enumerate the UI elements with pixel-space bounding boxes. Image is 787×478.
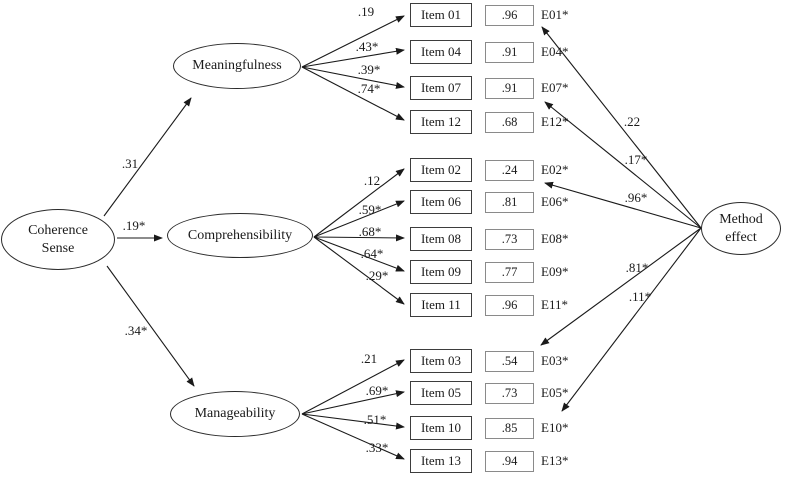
error-term-label-03: E03* <box>541 353 569 368</box>
arrow-to-item-01 <box>301 15 405 68</box>
item-box-08: Item 08 <box>410 227 472 251</box>
error-term-label-05: E05* <box>541 385 569 400</box>
factor-comprehensibility: Comprehensibility <box>167 213 313 258</box>
error-variance-box-03: .54 <box>485 351 534 372</box>
arrow-to-item-05 <box>301 390 405 415</box>
path-coefficient-coherence-meaningfulness: .31 <box>121 156 139 171</box>
loading-label-item-11: .29* <box>365 268 389 283</box>
structural-arrows <box>103 97 195 387</box>
error-variance-box-11: .96 <box>485 295 534 316</box>
method-effect-line1: Method <box>719 212 763 228</box>
method-loading-label-e02: .96* <box>624 190 648 205</box>
error-variance-box-07: .91 <box>485 78 534 99</box>
loading-label-item-08: .68* <box>358 224 382 239</box>
error-variance-box-04: .91 <box>485 42 534 63</box>
arrow-coherence-to-meaningfulness <box>103 97 192 217</box>
error-variance-box-08: .73 <box>485 229 534 250</box>
error-term-label-07: E07* <box>541 80 569 95</box>
loading-label-item-04: .43* <box>355 39 379 54</box>
item-box-11: Item 11 <box>410 293 472 317</box>
loading-label-item-02: .12 <box>363 173 381 188</box>
error-variance-box-12: .68 <box>485 112 534 133</box>
factor-manageability: Manageability <box>170 391 300 437</box>
arrow-method-to-e01 <box>541 26 702 229</box>
error-variance-box-01: .96 <box>485 5 534 26</box>
loading-label-item-01: .19 <box>357 4 375 19</box>
arrow-to-item-13 <box>301 413 405 460</box>
arrow-to-item-11 <box>313 236 405 305</box>
arrow-method-to-e02 <box>544 181 702 229</box>
coherence-sense-line1: Coherence <box>28 223 88 239</box>
error-variance-box-05: .73 <box>485 383 534 404</box>
arrow-to-item-03 <box>301 359 405 415</box>
path-coefficient-coherence-comprehensibility: .19* <box>122 218 146 233</box>
arrow-to-item-12 <box>301 66 405 121</box>
item-box-07: Item 07 <box>410 76 472 100</box>
loading-label-item-10: .51* <box>363 412 387 427</box>
error-variance-box-09: .77 <box>485 262 534 283</box>
error-term-label-12: E12* <box>541 114 569 129</box>
error-term-label-04: E04* <box>541 44 569 59</box>
error-term-label-11: E11* <box>541 297 568 312</box>
arrow-to-item-07 <box>301 66 405 89</box>
item-box-02: Item 02 <box>410 158 472 182</box>
factor-meaningfulness: Meaningfulness <box>173 43 301 89</box>
error-term-label-09: E09* <box>541 264 569 279</box>
loading-label-item-06: .59* <box>358 202 382 217</box>
method-loading-label-e07: .17* <box>624 152 648 167</box>
method-loading-label-e01: .22 <box>623 114 641 129</box>
item-box-05: Item 05 <box>410 381 472 405</box>
loading-label-item-13: .33* <box>365 440 389 455</box>
item-box-10: Item 10 <box>410 416 472 440</box>
item-box-12: Item 12 <box>410 110 472 134</box>
error-term-label-13: E13* <box>541 453 569 468</box>
meaningfulness-loading-arrows <box>301 15 405 121</box>
coherence-sense-line2: Sense <box>41 240 75 256</box>
error-variance-box-02: .24 <box>485 160 534 181</box>
method-loading-label-e03: .81* <box>625 260 649 275</box>
arrow-method-to-e07 <box>544 101 702 229</box>
item-box-04: Item 04 <box>410 40 472 64</box>
item-box-06: Item 06 <box>410 190 472 214</box>
arrow-to-item-06 <box>313 200 405 238</box>
method-effect-arrows <box>540 26 702 412</box>
item-box-09: Item 09 <box>410 260 472 284</box>
latent-method-effect: Method effect <box>701 202 781 255</box>
error-variance-box-13: .94 <box>485 451 534 472</box>
error-variance-box-10: .85 <box>485 418 534 439</box>
loading-label-item-09: .64* <box>360 246 384 261</box>
arrow-to-item-10 <box>301 413 405 430</box>
arrow-method-to-e03 <box>540 227 702 346</box>
latent-coherence-sense: Coherence Sense <box>1 209 115 270</box>
item-box-13: Item 13 <box>410 449 472 473</box>
item-box-01: Item 01 <box>410 3 472 27</box>
manageability-loading-arrows <box>301 359 405 460</box>
arrow-to-item-09 <box>313 236 405 272</box>
arrow-to-item-08 <box>313 234 405 242</box>
loading-label-item-07: .39* <box>357 62 381 77</box>
error-term-label-10: E10* <box>541 420 569 435</box>
loading-label-item-12: .74* <box>357 81 381 96</box>
comprehensibility-loading-arrows <box>313 168 405 305</box>
method-loading-label-e10: .11* <box>628 289 652 304</box>
arrow-method-to-e10 <box>561 227 702 412</box>
error-term-label-01: E01* <box>541 7 569 22</box>
loading-label-item-03: .21 <box>360 351 378 366</box>
method-effect-line2: effect <box>725 229 757 245</box>
item-box-03: Item 03 <box>410 349 472 373</box>
error-variance-box-06: .81 <box>485 192 534 213</box>
arrow-to-item-02 <box>313 168 405 238</box>
error-term-label-08: E08* <box>541 231 569 246</box>
arrow-coherence-to-manageability <box>106 265 195 387</box>
arrow-to-item-04 <box>301 47 405 68</box>
path-coefficient-coherence-manageability: .34* <box>124 323 148 338</box>
error-term-label-02: E02* <box>541 162 569 177</box>
error-term-label-06: E06* <box>541 194 569 209</box>
loading-label-item-05: .69* <box>365 383 389 398</box>
